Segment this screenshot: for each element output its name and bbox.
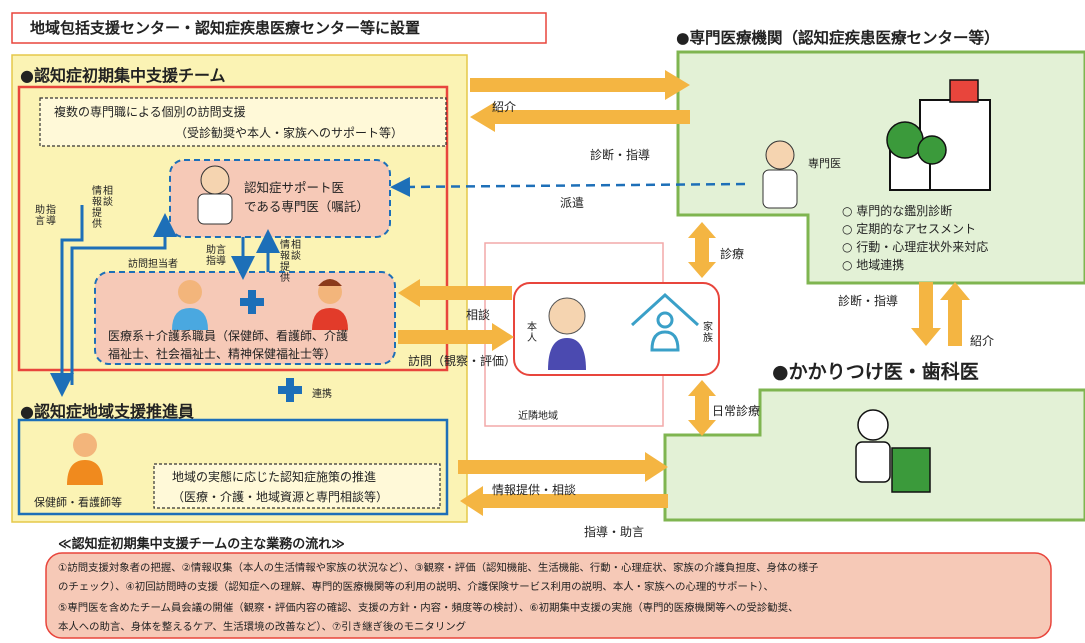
label-houmon: 訪問（観察・評価） [408, 354, 517, 368]
promoter-person-label: 保健師・看護師等 [34, 496, 122, 509]
label-joho-soudan: 情報提供・相談 [492, 483, 577, 497]
promotion-line1: 地域の実態に応じた認知症施策の推進 [172, 470, 377, 484]
neighborhood-region [484, 242, 664, 427]
kakaritsuke-doctor-icon [855, 409, 931, 493]
arrow-soudan [398, 279, 512, 307]
promotion-line2: （医療・介護・地域資源と専門相談等） [172, 490, 389, 504]
label-shidou-jogen: 指導・助言 [584, 525, 645, 539]
flow-line-1: ①訪問支援対象者の把握、②情報収集（本人の生活情報や家族の状況など）、③観察・評… [58, 562, 819, 574]
staff-person-icon-left [172, 280, 208, 330]
label-joho-soudan-left: 情報提供 相談 [92, 186, 113, 230]
label-jogen-shidou: 助言 指導 [35, 205, 56, 227]
label-jogen-shidou-small: 助言指導 [206, 245, 226, 267]
label-shokai-right: 紹介 [970, 334, 995, 348]
doctor-box-line1: 認知症サポート医 [244, 180, 345, 195]
label-houmon-tantousha: 訪問担当者 [128, 259, 178, 270]
team-doctor-icon [197, 165, 233, 225]
flow-line-2: のチェック）、④初回訪問時の支援（認知症への理解、専門的医療機関等の利用の説明、… [58, 581, 774, 593]
specialist-item-4: ○ 地域連携 [842, 258, 905, 272]
doctor-box-line2: である専門医（嘱託） [244, 199, 369, 214]
specialist-doctor-icon [762, 140, 798, 209]
family-label: 家族 [703, 322, 713, 344]
arrow-haken [390, 176, 746, 197]
label-haken: 派遣 [560, 196, 585, 210]
person-box [513, 282, 720, 376]
family-house-icon [630, 292, 700, 352]
label-nichijo: 日常診療 [712, 404, 761, 418]
specialist-item-1: ○ 専門的な鑑別診断 [842, 204, 953, 218]
specialist-item-2: ○ 定期的なアセスメント [842, 222, 977, 236]
arrow-shinryo [688, 222, 716, 278]
flow-heading: ≪認知症初期集中支援チームの主な業務の流れ≫ [58, 537, 345, 552]
label-soudan: 相談 [466, 308, 491, 322]
blue-loop-outer [50, 205, 84, 397]
flow-line-3: ⑤専門医を含めたチーム員会議の開催（観察・評価内容の確認、支援の方針・内容・頻度… [58, 602, 799, 614]
promoter-person-icon [67, 433, 103, 485]
label-shokai-top: 紹介 [492, 100, 517, 114]
visit-support-line1: 複数の専門職による個別の訪問支援 [54, 105, 246, 119]
header-title: 地域包括支援センター・認知症疾患医療センター等に設置 [30, 19, 421, 37]
label-shinryo: 診療 [720, 247, 745, 261]
plus-icon-renkei [278, 378, 302, 402]
hospital-building-icon [886, 79, 991, 191]
arrow-shokai-right [940, 282, 970, 346]
label-shindan-right: 診断・指導 [838, 294, 899, 308]
label-shindan-top: 診断・指導 [590, 148, 651, 162]
elderly-person-icon [548, 297, 586, 370]
team-title: ●認知症初期集中支援チーム [20, 66, 226, 85]
specialist-title: ●専門医療機関（認知症疾患医療センター等） [676, 29, 1000, 47]
flow-line-4: 本人への助言、身体を整えるケア、生活環境の改善など）、⑦引き継ぎ後のモニタリング [58, 621, 466, 633]
renkei-label: 連携 [312, 389, 332, 400]
arrow-shokai-top [470, 70, 690, 100]
specialist-item-3: ○ 行動・心理症状外来対応 [842, 240, 989, 254]
kakaritsuke-title: ●かかりつけ医・歯科医 [772, 361, 979, 383]
staff-box-line2: 福祉士、社会福祉士、精神保健福祉士等） [108, 347, 337, 361]
specialist-doctor-label: 専門医 [808, 157, 841, 170]
arrow-joho-soudan [458, 452, 668, 482]
plus-icon [240, 290, 264, 314]
person-label: 本人 [527, 322, 537, 344]
promoter-title: ●認知症地域支援推進員 [20, 402, 194, 421]
label-joho-soudan-right: 情報提供 相談 [280, 240, 301, 284]
arrow-houmon [398, 323, 514, 351]
visit-support-line2: （受診勧奨や本人・家族へのサポート等） [175, 126, 404, 140]
arrow-shindan-right [911, 282, 941, 346]
staff-person-icon-right [312, 279, 348, 330]
staff-box-line1: 医療系＋介護系職員（保健師、看護師、介護 [108, 329, 349, 343]
neighborhood-label: 近隣地域 [518, 411, 558, 422]
